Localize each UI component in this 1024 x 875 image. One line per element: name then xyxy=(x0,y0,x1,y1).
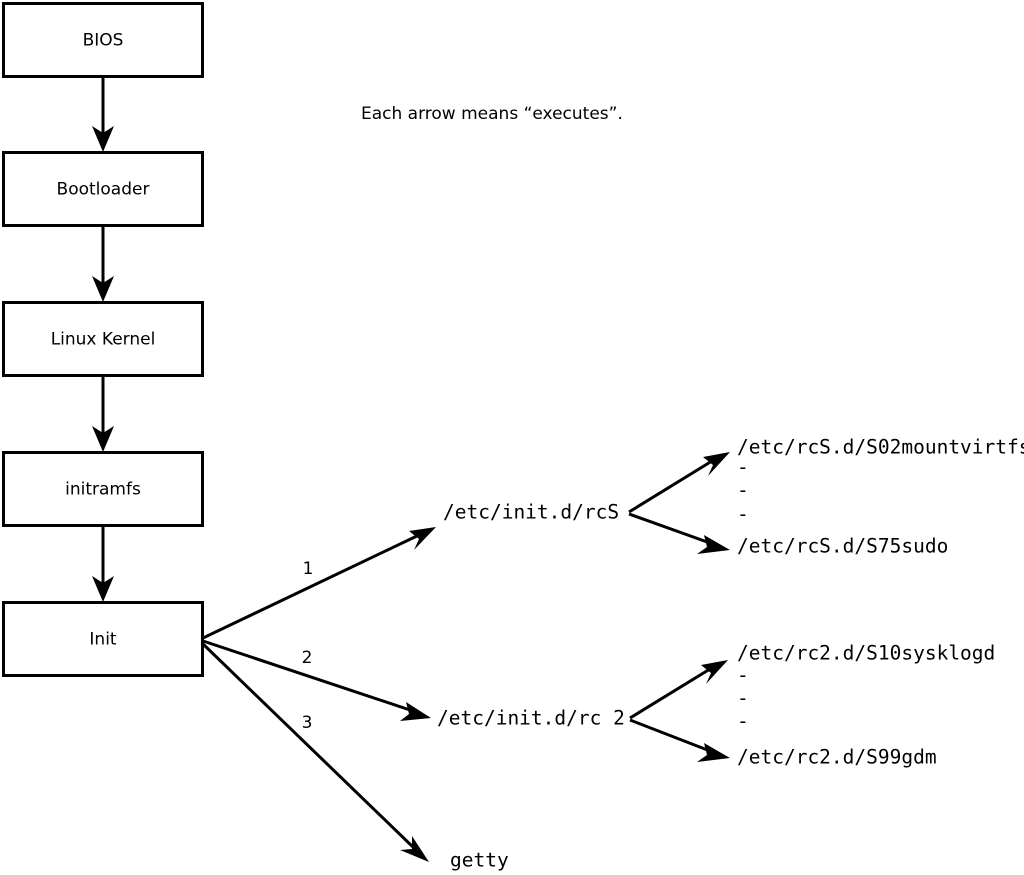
arrow-head-icon xyxy=(400,836,429,862)
rc2-ellipsis-dash-2: - xyxy=(737,687,749,710)
rc2-ellipsis-dash-1: - xyxy=(737,664,749,687)
arrow-head-icon xyxy=(697,535,730,554)
init-label: Init xyxy=(89,630,117,650)
edge-rc2-to-last-target xyxy=(629,718,730,762)
bios-box[interactable] xyxy=(2,2,204,78)
edge-label-1: 1 xyxy=(303,559,314,579)
rcs-ellipsis-dash-1: - xyxy=(737,456,749,479)
initramfs-label: initramfs xyxy=(65,480,141,500)
arrow-head-icon xyxy=(409,527,436,550)
edge-initramfs-to-init xyxy=(92,526,114,602)
rcs-ellipsis-dash-2: - xyxy=(737,479,749,502)
node-bootloader[interactable]: Bootloader xyxy=(2,151,204,227)
edge-init-to-rc2: 2 xyxy=(202,639,431,721)
edge-kernel-to-initramfs xyxy=(92,376,114,452)
rc2-target-first: /etc/rc2.d/S10sysklogd xyxy=(737,642,995,665)
edge-bios-to-bootloader xyxy=(92,77,114,152)
edge-label-2: 2 xyxy=(302,648,313,668)
node-bios[interactable]: BIOS xyxy=(2,2,204,78)
init-box[interactable] xyxy=(2,601,204,677)
rcs-ellipsis-dash-3: - xyxy=(737,503,749,526)
rc2-ellipsis-dash-3: - xyxy=(737,710,749,733)
script-label-rc2: /etc/init.d/rc 2 xyxy=(437,707,625,730)
edge-rcs-to-first-target xyxy=(628,452,730,514)
arrow-head-icon xyxy=(92,276,114,302)
rcs-target-first: /etc/rcS.d/S02mountvirtfs xyxy=(737,436,1024,459)
arrow-head-icon xyxy=(92,576,114,602)
edge-rc2-to-first-target xyxy=(629,660,728,720)
script-label-getty: getty xyxy=(450,849,509,872)
node-linux-kernel[interactable]: Linux Kernel xyxy=(2,301,204,377)
arrow-head-icon xyxy=(400,702,431,721)
bios-label: BIOS xyxy=(83,31,124,51)
edge-bootloader-to-kernel xyxy=(92,226,114,302)
arrow-head-icon xyxy=(697,743,730,762)
bootloader-label: Bootloader xyxy=(57,180,150,200)
rc2-target-last: /etc/rc2.d/S99gdm xyxy=(737,746,937,769)
arrow-head-icon xyxy=(703,452,730,476)
linux-kernel-label: Linux Kernel xyxy=(51,330,156,350)
node-init[interactable]: Init xyxy=(2,601,204,677)
linux-kernel-box[interactable] xyxy=(2,301,204,377)
script-label-rcs: /etc/init.d/rcS xyxy=(443,501,619,524)
bootloader-box[interactable] xyxy=(2,151,204,227)
arrow-head-icon xyxy=(701,660,728,684)
edge-init-to-getty: 3 xyxy=(201,642,429,862)
node-initramfs[interactable]: initramfs xyxy=(2,451,204,527)
edge-init-to-rcs: 1 xyxy=(202,527,436,640)
edge-label-3: 3 xyxy=(302,713,313,733)
arrow-head-icon xyxy=(92,126,114,152)
rcs-target-last: /etc/rcS.d/S75sudo xyxy=(737,535,948,558)
initramfs-box[interactable] xyxy=(2,451,204,527)
edge-rcs-to-last-target xyxy=(628,512,730,554)
diagram-caption: Each arrow means “executes”. xyxy=(361,104,623,124)
arrow-head-icon xyxy=(92,426,114,452)
